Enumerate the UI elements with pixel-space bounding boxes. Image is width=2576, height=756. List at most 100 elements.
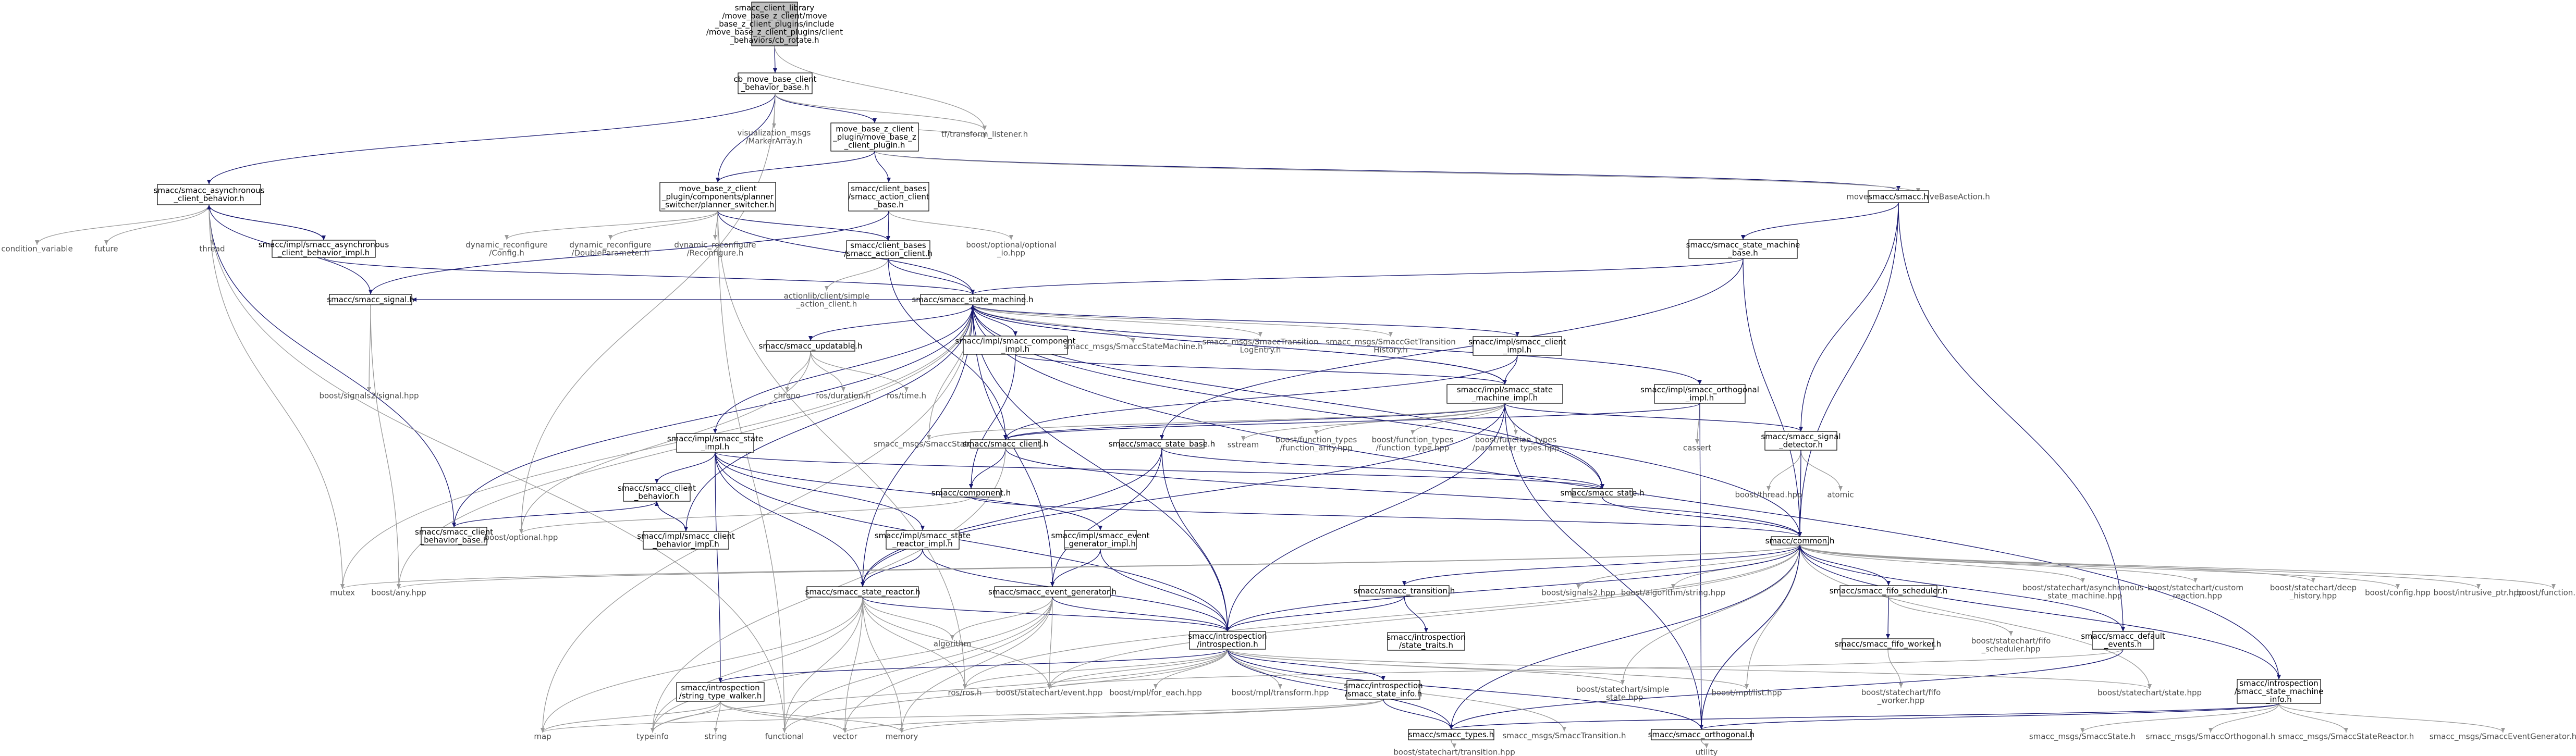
node-client-bases-action-base[interactable]: smacc/client_bases/smacc_action_client_b… bbox=[848, 182, 929, 212]
node-client-bases-action[interactable]: smacc/client_bases/smacc_action_client.h bbox=[844, 240, 933, 259]
node-functional: functional bbox=[765, 732, 804, 741]
edge-common-to-sc_state bbox=[1799, 544, 2150, 689]
node-sm-info[interactable]: smacc/introspection/smacc_state_machine_… bbox=[2235, 678, 2324, 704]
node-label-line: smacc/smacc_asynchronous bbox=[154, 186, 265, 196]
node-smacc-state[interactable]: smacc/smacc_state.h bbox=[1560, 488, 1644, 498]
node-smacc-updatable[interactable]: smacc/smacc_updatable.h bbox=[759, 340, 863, 352]
node-label-line: smacc/smacc_signal bbox=[1761, 432, 1841, 442]
node-label-line: smacc_msgs/SmaccTransition bbox=[1203, 337, 1319, 347]
node-state-traits[interactable]: smacc/introspection/state_traits.h bbox=[1387, 632, 1466, 651]
node-state-machine[interactable]: smacc/smacc_state_machine.h bbox=[912, 294, 1034, 305]
node-label-line: boost/statechart/simple bbox=[1576, 685, 1669, 694]
node-box bbox=[1868, 190, 1929, 203]
node-mbz-plugin[interactable]: move_base_z_client_plugin/move_base_z_cl… bbox=[830, 122, 919, 152]
node-component-impl[interactable]: smacc/impl/smacc_component_impl.h bbox=[955, 336, 1076, 355]
edge-sm_base-to-state_machine bbox=[972, 258, 1744, 295]
node-client-impl[interactable]: smacc/impl/smacc_client_impl.h bbox=[1468, 336, 1566, 356]
node-label-line: smacc_msgs/SmaccOrthogonal.h bbox=[2146, 732, 2276, 741]
node-cb-base[interactable]: smacc/smacc_client_behavior_base.h bbox=[415, 527, 493, 546]
node-label-line: _plugin/move_base_z bbox=[832, 132, 916, 142]
node-state-info[interactable]: smacc/introspection/smacc_state_info.h bbox=[1344, 680, 1423, 700]
node-label-line: chrono bbox=[774, 391, 800, 400]
edge-state_reactor-to-sc_event bbox=[862, 597, 1050, 689]
arrowhead-smacc_orthogonal-to-utility bbox=[1704, 743, 1709, 748]
arrowhead-introspection-to-ros_ros bbox=[963, 684, 967, 689]
node-label-line: smacc/smacc_signal.h bbox=[327, 295, 414, 305]
node-root[interactable]: smacc_client_library/move_base_z_client/… bbox=[706, 2, 843, 46]
edge-state_info-to-memory bbox=[901, 699, 1384, 733]
node-state-impl[interactable]: smacc/impl/smacc_state_impl.h bbox=[667, 433, 763, 453]
node-reactor-impl[interactable]: smacc/impl/smacc_state_reactor_impl.h bbox=[875, 530, 971, 550]
node-signal-detector[interactable]: smacc/smacc_signal_detector.h bbox=[1761, 431, 1841, 451]
node-introspection[interactable]: smacc/introspection/introspection.h bbox=[1188, 631, 1267, 650]
node-sm-base[interactable]: smacc/smacc_state_machine_base.h bbox=[1686, 239, 1800, 259]
edge-event_gen_impl-to-introspection bbox=[1100, 549, 1228, 632]
node-smacc-h[interactable]: smacc/smacc.h bbox=[1868, 190, 1929, 203]
node-label-line: _base.h bbox=[1727, 249, 1758, 258]
edge-component-to-boost_optional bbox=[521, 497, 972, 534]
node-async-impl[interactable]: smacc/impl/smacc_asynchronous_client_beh… bbox=[259, 240, 389, 258]
edge-state_machine-to-mutex bbox=[342, 304, 973, 589]
node-label-line: ros/duration.h bbox=[816, 391, 870, 400]
node-event-gen-impl[interactable]: smacc/impl/smacc_event_generator_impl.h bbox=[1051, 530, 1150, 550]
node-label-line: boost/intrusive_ptr.hpp bbox=[2434, 588, 2524, 598]
node-box bbox=[623, 483, 691, 502]
node-msg-transition: smacc_msgs/SmaccTransition.h bbox=[1502, 731, 1626, 741]
node-cb-impl[interactable]: smacc/impl/smacc_client_behavior_impl.h bbox=[637, 531, 735, 550]
arrowhead-state_machine-to-smacc_updatable bbox=[808, 336, 813, 341]
arrowhead-introspection-to-mpl_for_each bbox=[1154, 684, 1158, 689]
node-sm-impl[interactable]: smacc/impl/smacc_state_machine_impl.h bbox=[1446, 384, 1563, 404]
node-state-reactor[interactable]: smacc/smacc_state_reactor.h bbox=[805, 586, 921, 598]
node-label-line: map bbox=[534, 732, 551, 741]
edge-state_base-to-state_reactor bbox=[862, 448, 1162, 587]
node-state-base[interactable]: smacc/smacc_state_base.h bbox=[1109, 439, 1215, 449]
edge-client_impl-to-smacc_client bbox=[1005, 355, 1518, 440]
node-client-behavior[interactable]: smacc/smacc_client_behavior.h bbox=[618, 483, 696, 502]
node-cb-move-base[interactable]: cb_move_base_client_behavior_base.h bbox=[733, 72, 817, 94]
node-box bbox=[1346, 680, 1420, 700]
node-event-generator[interactable]: smacc/smacc_event_generator.h bbox=[988, 586, 1117, 598]
arrowhead-state_impl-to-event_gen_impl bbox=[1098, 526, 1102, 530]
edge-common-to-introspection bbox=[1227, 544, 1800, 632]
node-sc-state: boost/statechart/state.hpp bbox=[2097, 688, 2202, 697]
node-label-line: smacc/impl/smacc_orthogonal bbox=[1640, 385, 1759, 395]
node-label-line: smacc/smacc_transition.h bbox=[1354, 586, 1455, 596]
node-component[interactable]: smacc/component.h bbox=[931, 488, 1011, 498]
edge-orthogonal_impl-to-cassert bbox=[1697, 403, 1700, 444]
arrowhead-smacc_client-to-component bbox=[969, 484, 973, 489]
edge-state_machine-to-orthogonal_impl bbox=[972, 304, 1700, 385]
node-box bbox=[643, 531, 729, 550]
node-label-line: smacc/impl/smacc_asynchronous bbox=[259, 240, 389, 250]
node-label-line: boost/function_types bbox=[1275, 435, 1357, 445]
node-label-line: _base_z_client_plugins/include bbox=[715, 19, 834, 29]
arrowhead-common-to-sm_info bbox=[2277, 675, 2281, 679]
node-fifo-worker[interactable]: smacc/smacc_fifo_worker.h bbox=[1835, 638, 1941, 650]
node-common[interactable]: smacc/common.h bbox=[1765, 536, 1835, 546]
node-label-line: visualization_msgs bbox=[738, 128, 811, 138]
node-box bbox=[1408, 729, 1494, 740]
arrowhead-state_info-to-vector bbox=[843, 728, 847, 733]
node-orthogonal-impl[interactable]: smacc/impl/smacc_orthogonal_impl.h bbox=[1640, 384, 1759, 404]
node-fifo-scheduler[interactable]: smacc/smacc_fifo_scheduler.h bbox=[1830, 585, 1947, 597]
node-label-line: smacc/smacc_state_reactor.h bbox=[805, 587, 921, 597]
node-label-line: boost/function_types bbox=[1475, 435, 1557, 445]
node-planner-switcher[interactable]: move_base_z_client_plugin/components/pla… bbox=[659, 182, 776, 212]
edge-introspection-to-mpl_transform bbox=[1227, 649, 1281, 689]
node-smacc-async[interactable]: smacc/smacc_asynchronous_client_behavior… bbox=[154, 184, 265, 205]
node-default-events[interactable]: smacc/smacc_default_events.h bbox=[2081, 631, 2165, 650]
node-smacc-signal[interactable]: smacc/smacc_signal.h bbox=[327, 294, 414, 305]
node-smacc-orthogonal[interactable]: smacc/smacc_orthogonal.h bbox=[1648, 729, 1755, 740]
node-dyn-reconfigure: dynamic_reconfigure/Reconfigure.h bbox=[674, 240, 756, 258]
edge-mbz_plugin-to-client_bases_action_base bbox=[874, 151, 889, 183]
node-smacc-transition[interactable]: smacc/smacc_transition.h bbox=[1354, 585, 1455, 597]
edge-smacc_updatable-to-ros_duration bbox=[810, 351, 844, 392]
edge-state_base-to-smacc_state bbox=[1161, 448, 1603, 489]
node-label-line: mutex bbox=[330, 588, 355, 597]
node-box bbox=[1064, 530, 1137, 550]
node-smacc-types[interactable]: smacc/smacc_types.h bbox=[1408, 729, 1494, 740]
arrowhead-fifo_scheduler-to-sc_fifo_scheduler bbox=[2009, 631, 2013, 636]
edge-common-to-boost_signals2_hpp bbox=[1578, 544, 1800, 589]
node-string-type-walker[interactable]: smacc/introspection/string_type_walker.h bbox=[676, 682, 765, 702]
node-smacc-client[interactable]: smacc/smacc_client.h bbox=[963, 439, 1048, 449]
